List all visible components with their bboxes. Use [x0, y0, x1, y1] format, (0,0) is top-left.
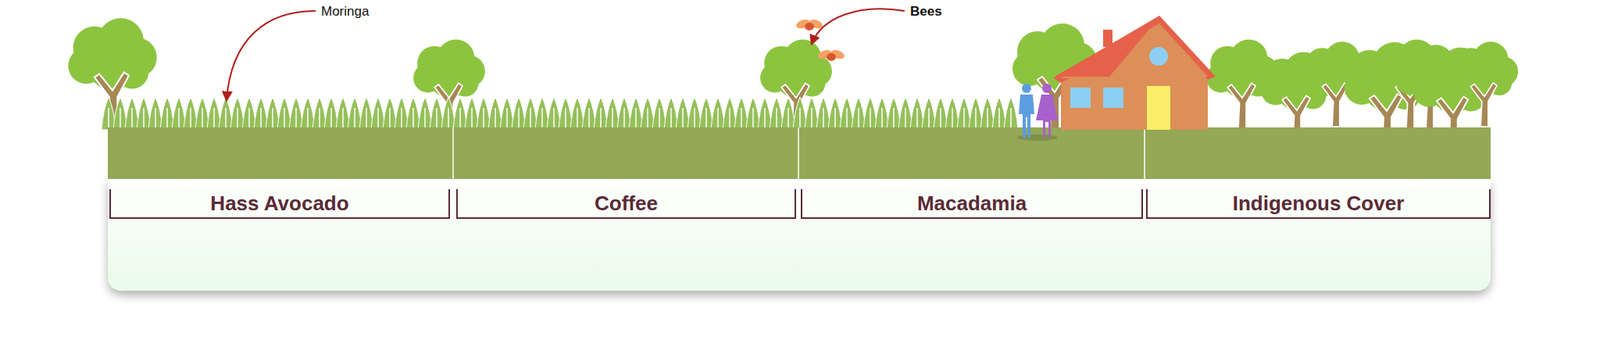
section-label: Indigenous Cover: [1232, 191, 1405, 216]
section-label: Hass Avocado: [210, 191, 349, 216]
farm-house: [1053, 15, 1216, 130]
leader-arrow: [226, 10, 316, 100]
moringa-row: [101, 96, 1018, 130]
callout-label: Moringa: [321, 3, 369, 20]
tree: [413, 39, 486, 130]
callout-label: Bees: [910, 3, 943, 20]
ground-strip: [107, 127, 1491, 179]
people: [1017, 83, 1058, 141]
section-label: Macadamia: [917, 191, 1027, 216]
base-panel: [107, 178, 1491, 291]
section-bracket: Coffee: [456, 189, 797, 219]
tree: [760, 39, 833, 130]
section-dividers: [453, 127, 1145, 179]
tree: [1450, 41, 1518, 127]
section-bracket: Indigenous Cover: [1146, 189, 1491, 219]
section-bracket: Hass Avocado: [109, 189, 450, 219]
bee: [795, 17, 825, 31]
tree: [67, 17, 157, 130]
leader-arrow: [811, 8, 905, 44]
section-bracket: Macadamia: [800, 189, 1143, 219]
section-label: Coffee: [594, 191, 658, 216]
bee: [817, 48, 847, 61]
